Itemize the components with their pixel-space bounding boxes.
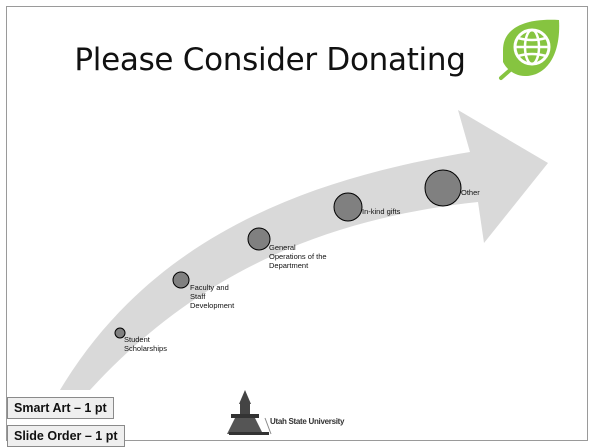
timeline-node-2	[172, 271, 190, 289]
university-name: Utah State University	[270, 417, 345, 426]
label-line: Department	[269, 261, 309, 270]
curved-arrow	[60, 110, 548, 390]
label-line: In-kind gifts	[362, 207, 401, 216]
slide-frame	[6, 6, 588, 441]
slide-title: Please Consider Donating	[74, 42, 466, 78]
label-line: Operations of the	[269, 252, 327, 261]
timeline-label-3: General Operations of the Department	[269, 243, 327, 270]
globe-leaf-icon	[499, 19, 560, 80]
old-main-tower-icon	[227, 390, 272, 435]
slide-order-badge: Slide Order – 1 pt	[7, 425, 125, 447]
smart-art-badge: Smart Art – 1 pt	[7, 397, 114, 419]
label-line: Development	[190, 301, 235, 310]
timeline-label-5: Other	[461, 188, 480, 197]
timeline-label-4: In-kind gifts	[362, 207, 400, 216]
timeline-node-1	[114, 327, 126, 339]
label-line: General	[269, 243, 296, 252]
label-line: Other	[461, 188, 480, 197]
label-line: Staff	[190, 292, 206, 301]
timeline-node-4	[333, 192, 363, 222]
label-line: Student	[124, 335, 150, 344]
timeline-node-5	[424, 169, 462, 207]
label-line: Faculty and	[190, 283, 229, 292]
timeline-node-3	[247, 227, 271, 251]
timeline-label-1: Student Scholarships	[124, 335, 167, 353]
label-line: Scholarships	[124, 344, 167, 353]
timeline-label-2: Faculty and Staff Development	[190, 283, 234, 310]
